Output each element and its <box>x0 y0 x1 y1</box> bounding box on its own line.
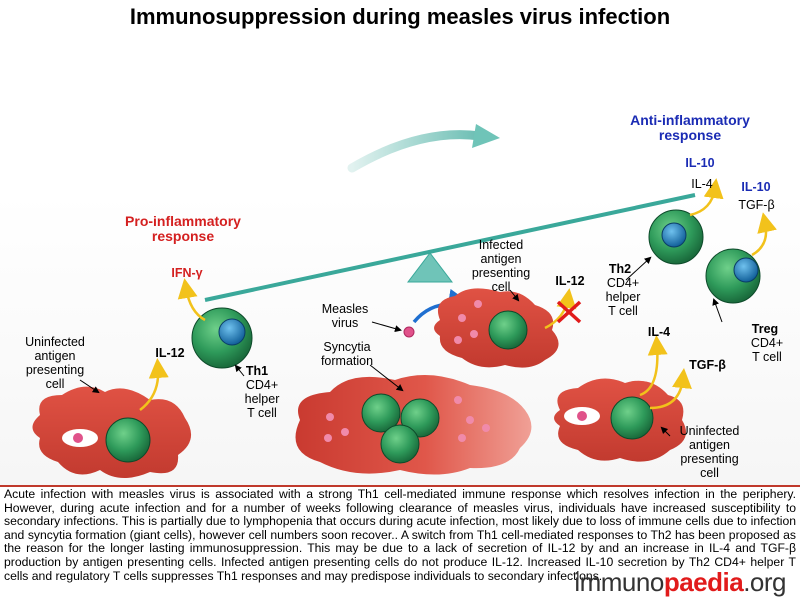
il10-th2-label: IL-10 <box>685 156 715 170</box>
il4-apc-label: IL-4 <box>647 325 671 339</box>
th1-desc-label: CD4+ helper T cell <box>244 378 280 420</box>
pro-inflammatory-heading: Pro-inflammatory response <box>125 213 241 244</box>
anti-inflammatory-heading: Anti-inflammatory response <box>630 112 750 143</box>
diagram-graphics <box>32 124 777 479</box>
il12-blocked-label: IL-12 <box>555 274 585 288</box>
measles-virus-particle <box>403 326 415 338</box>
uninfected-apc-right <box>554 378 686 462</box>
il12-left-label: IL-12 <box>155 346 185 360</box>
tgfb-apc-label: TGF-β <box>689 358 726 372</box>
il10-th2-arrow <box>689 178 724 217</box>
uninfected-apc-left <box>32 386 192 479</box>
th1-cell <box>191 307 253 369</box>
treg-desc-label: CD4+ T cell <box>750 336 784 364</box>
diagram-title: Immunosuppression during measles virus i… <box>129 4 671 29</box>
syncytium <box>295 375 532 475</box>
ifn-gamma-label: IFN-γ <box>171 266 203 280</box>
il4-th2-label: IL-4 <box>691 177 713 191</box>
uninfected-apc-left-label: Uninfected antigen presenting cell <box>25 335 85 391</box>
il10-treg-arrow <box>751 212 777 257</box>
th2-cell <box>648 209 704 265</box>
il12-arrow <box>139 358 169 411</box>
tgfb-treg-label: TGF-β <box>738 198 775 212</box>
treg-cell <box>705 248 761 304</box>
block-x-icon <box>556 300 582 324</box>
th2-name-label: Th2 <box>608 262 632 276</box>
caption-text: Acute infection with measles virus is as… <box>4 487 796 583</box>
il4-apc-arrow <box>639 335 668 397</box>
th1-name-label: Th1 <box>245 364 269 378</box>
uninfected-apc-right-label: Uninfected antigen presenting cell <box>679 424 740 480</box>
ifn-gamma-arrow <box>177 278 206 322</box>
diagram-canvas: Immunosuppression during measles virus i… <box>0 0 800 485</box>
il12-blocked-arrow <box>544 288 577 330</box>
tgfb-apc-arrow <box>649 368 692 410</box>
infected-apc <box>434 288 559 368</box>
shift-arrow <box>347 124 500 173</box>
seesaw-fulcrum <box>406 252 454 283</box>
infected-apc-label: Infected antigen presenting cell <box>471 238 531 294</box>
immunopaedia-logo[interactable]: immunopaedia.org <box>574 567 786 597</box>
treg-name-label: Treg <box>751 322 779 336</box>
seesaw-beam <box>204 193 696 302</box>
th2-desc-label: CD4+ helper T cell <box>605 276 641 318</box>
measles-virus-label: Measles virus <box>321 302 369 330</box>
caption-divider <box>0 485 800 487</box>
il10-treg-label: IL-10 <box>741 180 771 194</box>
syncytia-label: Syncytia formation <box>320 340 374 368</box>
